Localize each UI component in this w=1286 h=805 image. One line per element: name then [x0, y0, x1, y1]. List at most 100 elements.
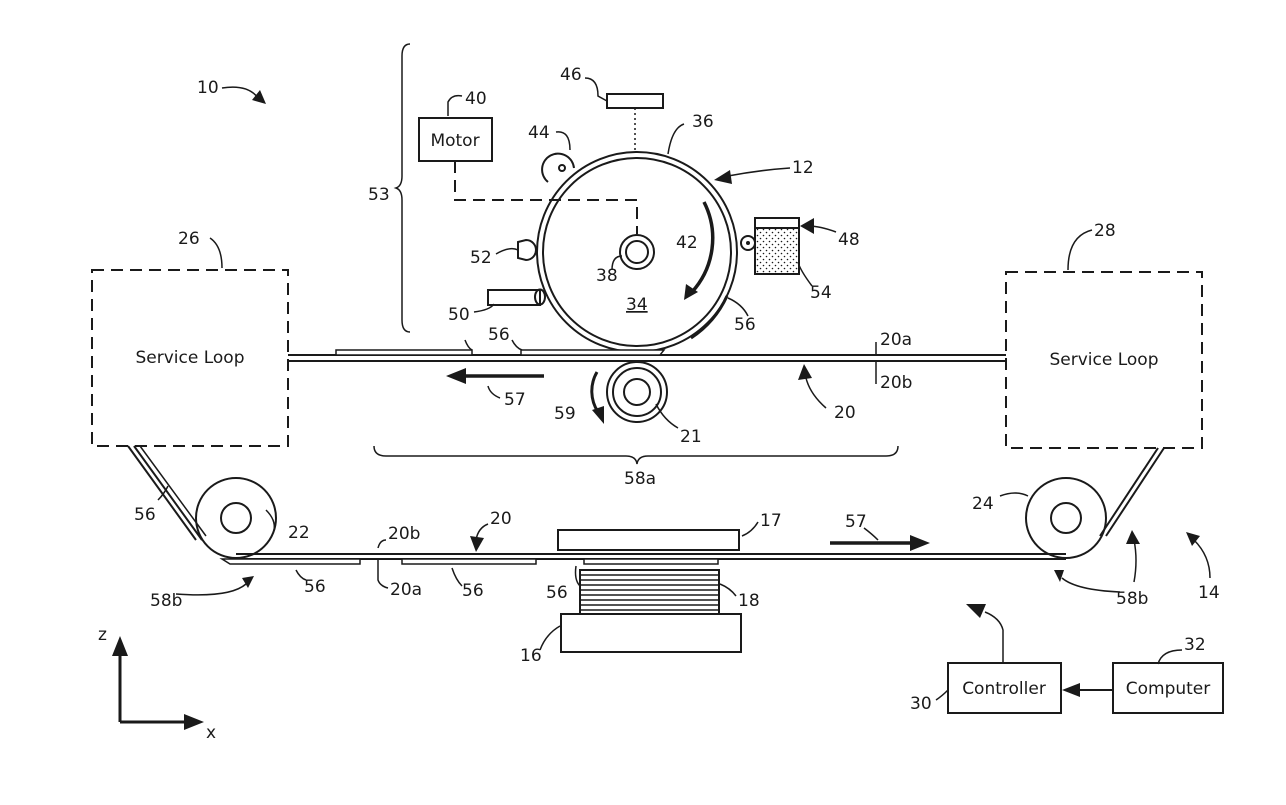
leader-56-top-a	[464, 339, 473, 351]
leader-56-top-b	[511, 339, 523, 351]
web-diag-left-a	[127, 445, 197, 541]
leader-10-head	[252, 90, 266, 104]
part-56-a	[335, 349, 473, 356]
computer-to-controller-arrowhead	[1062, 683, 1080, 697]
part-56-bottom-right	[583, 558, 719, 565]
roller-21-mid	[612, 367, 662, 417]
leader-56-bottom-b	[451, 567, 463, 587]
leader-12	[727, 167, 791, 177]
label-42: 42	[676, 233, 698, 253]
label-20b-bottom: 20b	[388, 524, 420, 544]
leader-32	[1157, 649, 1183, 665]
leader-21	[655, 403, 679, 429]
roller-21-hub	[623, 378, 651, 406]
web-diag-left-c	[139, 445, 207, 537]
label-38: 38	[596, 266, 618, 286]
label-56-bottom-1: 56	[304, 577, 326, 597]
leader-56-bottom-a	[295, 569, 307, 581]
label-24: 24	[972, 494, 994, 514]
leader-10	[221, 86, 259, 99]
label-32: 32	[1184, 635, 1206, 655]
leader-52	[495, 247, 519, 255]
label-56-bottom-3: 56	[546, 583, 568, 603]
label-14: 14	[1198, 583, 1220, 603]
reservoir-54	[754, 227, 800, 275]
leader-lines	[157, 77, 1211, 701]
leader-40	[447, 94, 463, 116]
leader-58b-left	[175, 583, 247, 596]
roller-21-outer	[606, 361, 668, 423]
leader-56-bottom-c	[574, 565, 581, 587]
computer-label: Computer	[1126, 679, 1211, 699]
x-axis-arrowhead	[184, 714, 204, 730]
leader-58b-right-a	[1061, 577, 1121, 593]
label-56-top: 56	[488, 325, 510, 345]
drum-shaft-outer	[619, 234, 655, 270]
lower-web	[219, 553, 1066, 565]
leader-18	[719, 583, 737, 597]
leader-17	[741, 521, 759, 537]
leader-22	[265, 509, 276, 531]
roller-22-hub	[220, 502, 252, 534]
label-50: 50	[448, 305, 470, 325]
upper-web	[288, 349, 1006, 362]
leader-57-bottom	[863, 527, 879, 541]
plate-17	[557, 529, 740, 551]
label-20-bottom: 20	[490, 509, 512, 529]
label-10: 10	[197, 78, 219, 98]
component-52	[517, 238, 537, 262]
rotation-arrowhead-42	[684, 284, 698, 300]
leader-50	[473, 303, 495, 313]
controller-label: Controller	[962, 679, 1046, 699]
service-loop-right-box	[1005, 271, 1203, 449]
brace-58a	[373, 445, 899, 465]
controller-box	[947, 662, 1062, 714]
part-56-bottom-mid	[401, 558, 537, 565]
leader-44	[555, 131, 571, 151]
label-20b-top: 20b	[880, 373, 912, 393]
label-56-left: 56	[134, 505, 156, 525]
rotation-arrow-42	[690, 201, 715, 294]
component-44	[541, 152, 575, 183]
axis-z-label: z	[98, 625, 107, 645]
stack-18-frame	[579, 569, 720, 615]
drum-material-layer	[690, 295, 729, 340]
leader-36	[667, 123, 685, 155]
label-57-top: 57	[504, 390, 526, 410]
leader-58b-right-b-head	[1126, 530, 1140, 544]
leader-58b-right-b	[1133, 539, 1137, 583]
reference-numerals: 10 12 14 16 17 18 20 20 20a 20b 20b 20a …	[134, 65, 1220, 714]
service-loop-left-label: Service Loop	[136, 348, 245, 368]
leader-56-drum	[727, 297, 749, 317]
leader-30	[935, 689, 949, 701]
label-18: 18	[738, 591, 760, 611]
label-17: 17	[760, 511, 782, 531]
leader-24	[999, 492, 1029, 497]
leader-26	[209, 237, 223, 269]
motor-label: Motor	[430, 131, 479, 151]
label-53: 53	[368, 185, 390, 205]
platform-16	[560, 613, 742, 653]
rotation-arrowhead-59	[592, 406, 604, 424]
leader-20b-bottom	[377, 539, 387, 549]
label-54: 54	[810, 283, 832, 303]
leader-14	[1193, 539, 1211, 579]
drum-outer	[536, 151, 738, 353]
rotation-arrow-59	[590, 371, 600, 413]
label-28: 28	[1094, 221, 1116, 241]
label-44: 44	[528, 123, 550, 143]
label-30: 30	[910, 694, 932, 714]
label-12: 12	[792, 158, 814, 178]
component-44-pivot	[558, 164, 566, 172]
drum-shaft-inner	[625, 240, 649, 264]
drum-assembly	[536, 151, 738, 353]
brace-53	[393, 43, 411, 333]
leader-48-head	[800, 218, 814, 234]
arrowhead-57-bottom	[910, 535, 930, 551]
label-46: 46	[560, 65, 582, 85]
service-loop-right-label: Service Loop	[1050, 350, 1159, 370]
label-59: 59	[554, 404, 576, 424]
leader-57-top	[487, 385, 501, 399]
roller-48-center	[746, 241, 750, 245]
